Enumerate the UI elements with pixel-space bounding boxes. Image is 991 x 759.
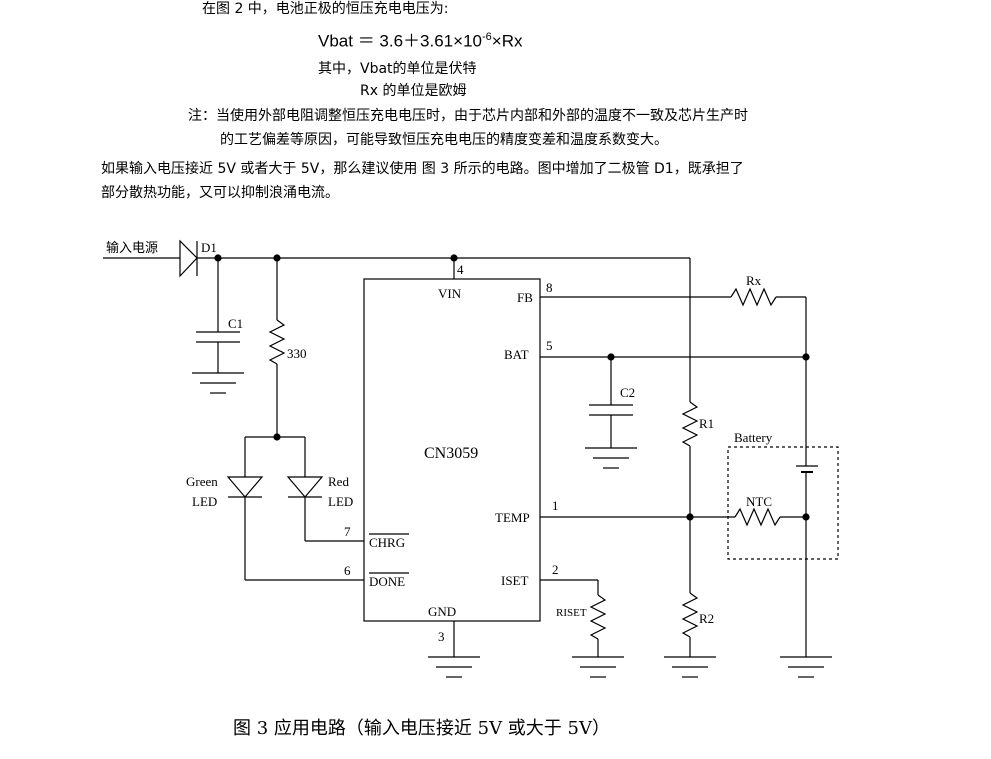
paragraph-line-2: 部分散热功能，又可以抑制浪涌电流。 xyxy=(101,185,339,201)
paragraph-intro: 在图 2 中，电池正极的恒压充电电压为: xyxy=(202,1,449,17)
ground-symbol xyxy=(664,656,716,678)
pin-vin-num: 4 xyxy=(457,262,464,277)
ground-symbol xyxy=(428,656,480,678)
red-led xyxy=(286,437,364,542)
pin-done-num: 6 xyxy=(344,563,351,578)
resistor-riset xyxy=(540,579,607,657)
red-led-label-2: LED xyxy=(328,494,353,509)
paragraph-line-1: 如果输入电压接近 5V 或者大于 5V，那么建议使用 图 3 所示的电路。图中增… xyxy=(101,161,744,177)
ground-symbol xyxy=(780,656,832,678)
formula-main: Vbat ＝ 3.6＋3.61×10 xyxy=(318,31,482,51)
ground-symbol xyxy=(192,372,244,394)
pin-fb-num: 8 xyxy=(546,280,553,295)
pin-temp: TEMP xyxy=(495,510,530,525)
riset-label: RISET xyxy=(556,607,587,619)
ground-symbol xyxy=(572,656,624,678)
pin-bat: BAT xyxy=(504,347,529,362)
ntc-label: NTC xyxy=(746,494,772,509)
note-line-1: 注：当使用外部电阻调整恒压充电电压时，由于芯片内部和外部的温度不一致及芯片生产时 xyxy=(188,108,748,124)
rx-label: Rx xyxy=(746,273,762,288)
r330-label: 330 xyxy=(287,346,307,361)
green-led-label-1: Green xyxy=(186,474,218,489)
resistor-330 xyxy=(268,258,286,437)
pin-gnd-num: 3 xyxy=(438,629,445,644)
d1-label: D1 xyxy=(201,240,217,255)
resistor-r2 xyxy=(681,517,699,657)
figure-caption: 图 3 应用电路（输入电压接近 5V 或大于 5V） xyxy=(233,718,610,739)
chip-cn3059 xyxy=(363,278,541,622)
unit-note-rx: Rx 的单位是欧姆 xyxy=(360,83,467,99)
capacitor-c1 xyxy=(196,258,240,373)
pin-gnd: GND xyxy=(428,604,456,619)
input-label: 输入电源 xyxy=(106,240,158,256)
chip-name: CN3059 xyxy=(424,445,478,462)
pin-done: DONE xyxy=(369,574,405,589)
c2-label: C2 xyxy=(620,385,635,400)
resistor-rx xyxy=(540,287,807,357)
c1-label: C1 xyxy=(228,316,243,331)
pin-fb: FB xyxy=(517,290,533,305)
pin-temp-num: 1 xyxy=(552,498,559,513)
pin-iset: ISET xyxy=(501,573,529,588)
green-led-label-2: LED xyxy=(192,494,217,509)
red-led-label-1: Red xyxy=(328,474,349,489)
battery xyxy=(727,357,839,657)
thermistor-ntc xyxy=(540,507,806,527)
unit-note-vbat: 其中，Vbat的单位是伏特 xyxy=(318,61,477,77)
pin-chrg: CHRG xyxy=(369,535,405,550)
diode-d1 xyxy=(179,239,198,278)
ground-symbol xyxy=(585,447,637,469)
formula-tail: ×Rx xyxy=(491,31,523,51)
pin-bat-num: 5 xyxy=(546,338,553,353)
formula: Vbat ＝ 3.6＋3.61×10-6×Rx xyxy=(318,28,522,51)
green-led xyxy=(226,437,364,581)
resistor-r1 xyxy=(681,258,699,517)
r2-label: R2 xyxy=(699,611,714,626)
battery-label: Battery xyxy=(734,430,773,445)
pin-iset-num: 2 xyxy=(552,562,559,577)
capacitor-c2 xyxy=(589,357,633,448)
note-line-2: 的工艺偏差等原因，可能导致恒压充电电压的精度变差和温度系数变大。 xyxy=(220,132,668,148)
pin-chrg-num: 7 xyxy=(344,524,351,539)
pin-vin: VIN xyxy=(438,286,462,301)
r1-label: R1 xyxy=(699,416,714,431)
formula-exponent: -6 xyxy=(481,31,492,43)
